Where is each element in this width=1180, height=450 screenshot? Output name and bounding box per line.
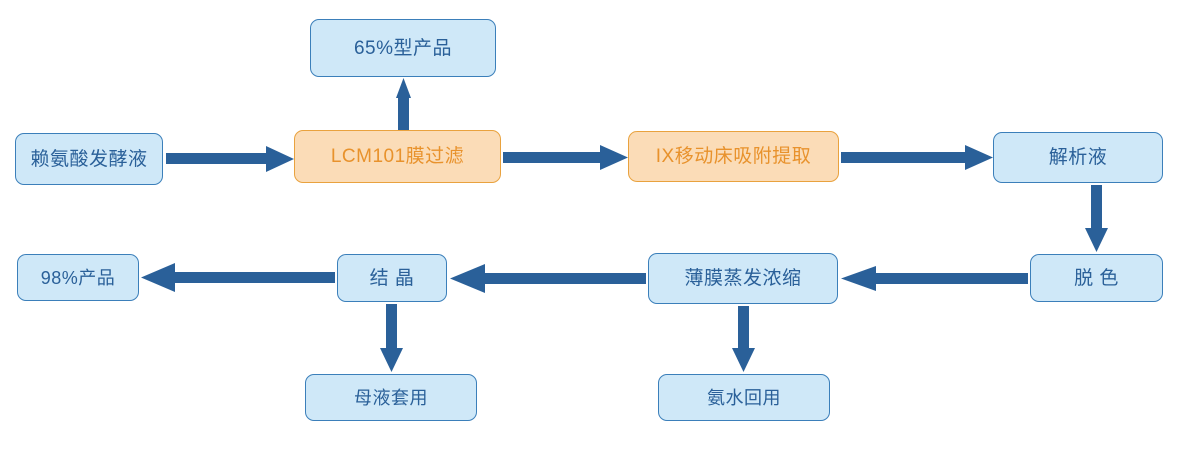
node-eluate[interactable]: 解析液: [993, 132, 1163, 183]
arrow-crystal-to-product98: [141, 263, 335, 292]
node-mother-liquor-reuse[interactable]: 母液套用: [305, 374, 477, 421]
arrow-decolor-to-evaporate: [841, 266, 1028, 291]
node-crystallization-label: 结 晶: [369, 267, 415, 289]
node-ix-moving-bed[interactable]: IX移动床吸附提取: [628, 131, 839, 182]
arrow-evaporate-to-crystal: [450, 264, 646, 293]
node-eluate-label: 解析液: [1048, 147, 1108, 168]
node-decolorization[interactable]: 脱 色: [1030, 254, 1163, 302]
node-mother-liquor-reuse-label: 母液套用: [354, 387, 428, 408]
node-crystallization[interactable]: 结 晶: [337, 254, 447, 302]
node-feed[interactable]: 赖氨酸发酵液: [15, 133, 163, 185]
node-ix-moving-bed-label: IX移动床吸附提取: [655, 146, 812, 167]
node-ammonia-reuse-label: 氨水回用: [707, 387, 781, 408]
node-product-65[interactable]: 65%型产品: [310, 19, 496, 77]
arrow-crystal-to-motherliq: [380, 304, 403, 372]
arrow-ix-to-eluate: [841, 145, 993, 170]
arrow-feed-to-membrane: [166, 146, 294, 172]
node-membrane-filtration[interactable]: LCM101膜过滤: [294, 130, 501, 183]
node-thin-film-evaporation[interactable]: 薄膜蒸发浓缩: [648, 253, 838, 304]
arrow-membrane-to-product65: [396, 78, 411, 132]
node-thin-film-evaporation-label: 薄膜蒸发浓缩: [684, 268, 802, 289]
arrow-evaporate-to-ammonia: [732, 306, 755, 372]
arrow-eluate-to-decolor: [1085, 185, 1108, 252]
node-feed-label: 赖氨酸发酵液: [30, 148, 148, 170]
arrow-membrane-to-ix: [503, 145, 628, 170]
node-product-98-label: 98%产品: [40, 267, 116, 288]
node-product-98[interactable]: 98%产品: [17, 254, 139, 301]
node-product-65-label: 65%型产品: [353, 37, 453, 59]
node-membrane-filtration-label: LCM101膜过滤: [330, 146, 465, 167]
node-decolorization-label: 脱 色: [1074, 267, 1119, 289]
node-ammonia-reuse[interactable]: 氨水回用: [658, 374, 830, 421]
